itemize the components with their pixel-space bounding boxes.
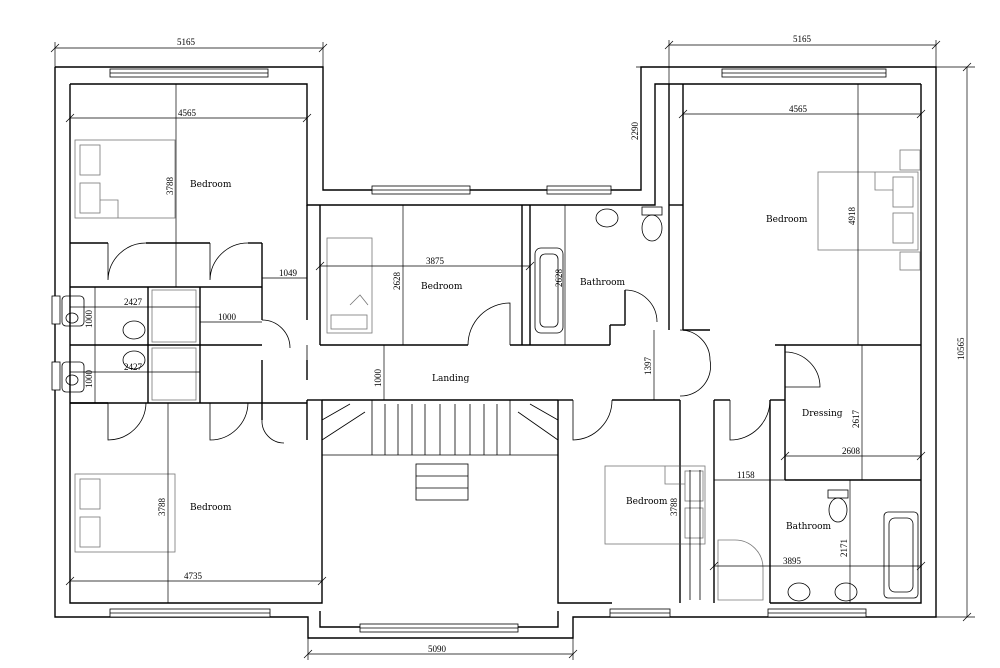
room-label-bedroom-top-right: Bedroom [766, 215, 808, 225]
dim-overall-height: 10565 [956, 337, 966, 360]
room-label-bedroom-bottom-left: Bedroom [190, 503, 232, 513]
dim-bedroom-tr-width: 4565 [789, 104, 808, 114]
room-label-bathroom-center: Bathroom [580, 278, 626, 288]
room-label-bedroom-center: Bedroom [421, 282, 463, 292]
dim-hall-right-depth: 1397 [643, 357, 653, 376]
exterior-walls [54, 66, 937, 639]
room-label-bathroom-bottom-right: Bathroom [786, 522, 832, 532]
dim-bedroom-tl-depth: 3788 [165, 177, 175, 196]
dim-bathroom-br-width: 3895 [783, 556, 802, 566]
dim-top-left-width: 5165 [177, 37, 196, 47]
windows [51, 68, 887, 633]
dimension-labels: 5165 5165 5090 10565 2290 4565 3788 4565… [84, 34, 966, 654]
dim-landing-depth: 1000 [373, 369, 383, 388]
dim-dressing-depth: 2617 [851, 410, 861, 429]
dim-ensuite-upper-height: 1000 [84, 310, 94, 329]
dim-hall-gap: 1049 [279, 268, 298, 278]
dim-bedroom-bm-depth: 3788 [669, 498, 679, 517]
dim-top-right-width: 5165 [793, 34, 812, 44]
dim-ensuite-lower-width: 2427 [124, 362, 143, 372]
dim-bathroom-br-depth: 2171 [839, 539, 849, 557]
dim-ensuite-upper-width: 2427 [124, 297, 143, 307]
staircase [321, 400, 559, 501]
furniture [61, 139, 921, 602]
dim-dressing-gap: 1158 [737, 470, 755, 480]
dim-ensuite-lower-height: 1000 [84, 370, 94, 389]
dim-bedroom-center-depth: 2628 [392, 272, 402, 291]
doors [107, 242, 821, 444]
dim-right-offset: 2290 [630, 122, 640, 141]
dim-bedroom-center-width: 3875 [426, 256, 445, 266]
dim-bedroom-tr-depth: 4918 [847, 207, 857, 226]
dimension-lines [50, 40, 975, 660]
dim-bottom-width: 5090 [428, 644, 447, 654]
room-label-bedroom-top-left: Bedroom [190, 180, 232, 190]
dim-bedroom-bl-width: 4735 [184, 571, 203, 581]
dim-bedroom-tl-width: 4565 [178, 108, 197, 118]
room-label-bedroom-bottom-mid: Bedroom [626, 497, 668, 507]
room-labels: Bedroom Bedroom Bedroom Bathroom Bedroom… [190, 180, 843, 532]
dim-bathroom-center-depth: 2628 [554, 269, 564, 288]
dim-bedroom-bl-depth: 3788 [157, 498, 167, 517]
room-label-dressing: Dressing [802, 409, 843, 419]
dim-shower-width: 1000 [218, 312, 237, 322]
dim-dressing-width: 2608 [842, 446, 861, 456]
room-label-landing: Landing [432, 374, 470, 384]
